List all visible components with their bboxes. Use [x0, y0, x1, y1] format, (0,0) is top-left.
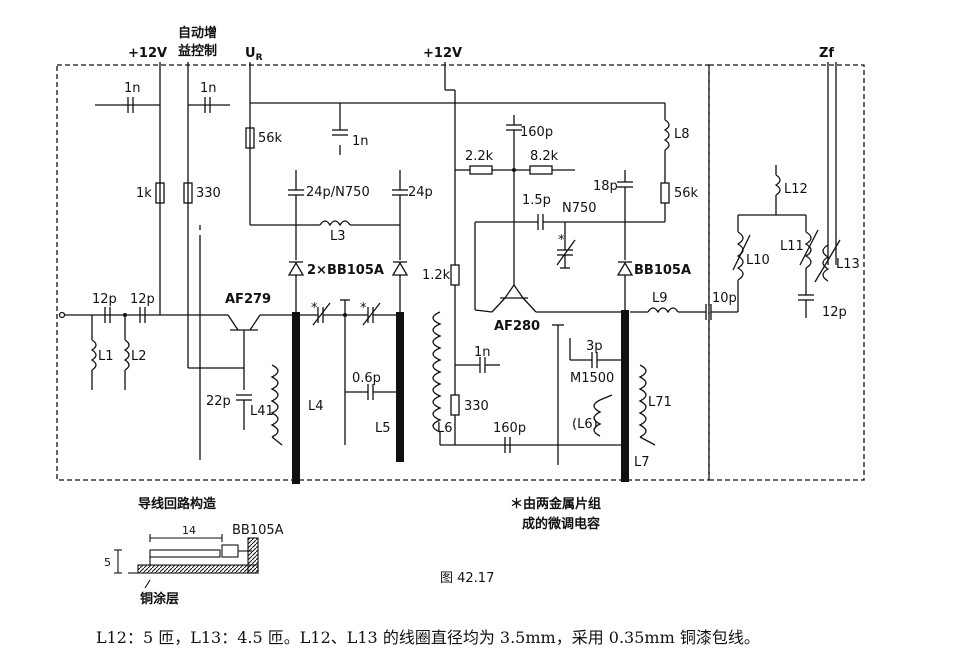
label-c-18p: 18p	[593, 179, 618, 194]
label-c-1n-a: 1n	[124, 81, 141, 96]
label-c-12p-a: 12p	[92, 292, 117, 307]
label-c-15p: 1.5p	[522, 193, 551, 208]
label-af280: AF280	[494, 319, 540, 334]
wire-loop-detail	[114, 534, 259, 589]
label-bb105a: BB105A	[634, 263, 691, 278]
label-l10: L10	[746, 253, 770, 268]
label-l6-paren: (L6)	[572, 417, 598, 432]
label-c-1n-c: 1n	[352, 134, 369, 149]
label-l1: L1	[98, 349, 114, 364]
caption: L12：5 匝，L13：4.5 匝。L12、L13 的线圈直径均为 3.5mm，…	[96, 628, 760, 647]
label-c-06p: 0.6p	[352, 371, 381, 386]
label-c-12p-c: 12p	[822, 305, 847, 320]
label-r-56k-b: 56k	[674, 186, 699, 201]
label-r-22k: 2.2k	[465, 149, 494, 164]
label-zf: Zf	[819, 46, 834, 61]
label-vcc-right: +12V	[423, 46, 462, 61]
label-c-24p: 24p	[408, 185, 433, 200]
label-c-3p: 3p	[586, 339, 603, 354]
label-l4: L4	[308, 399, 324, 414]
label-l6: L6	[437, 421, 453, 436]
label-m1500: M1500	[570, 371, 614, 386]
detail-part: BB105A	[232, 523, 284, 538]
note-line2: 成的微调电容	[522, 516, 600, 532]
label-l2: L2	[131, 349, 147, 364]
label-r-12k: 1.2k	[422, 268, 451, 283]
label-af279: AF279	[225, 292, 271, 307]
label-star-c: *	[558, 233, 565, 248]
resonator-rods	[292, 310, 629, 484]
label-c-22p: 22p	[206, 394, 231, 409]
label-c-1n-b: 1n	[200, 81, 217, 96]
label-c-10p: 10p	[712, 291, 737, 306]
label-l71: L71	[648, 395, 672, 410]
label-l13: L13	[836, 257, 860, 272]
label-star-a: *	[311, 301, 318, 316]
label-vcc-left: +12V	[128, 46, 167, 61]
label-r-330-a: 330	[196, 186, 221, 201]
label-l7: L7	[634, 455, 650, 470]
label-l12: L12	[784, 182, 808, 197]
label-r-1k: 1k	[136, 186, 152, 201]
label-l8: L8	[674, 127, 690, 142]
label-r-82k: 8.2k	[530, 149, 559, 164]
figure-label: 图 42.17	[440, 571, 494, 586]
detail-dim-14: 14	[182, 524, 196, 537]
detail-dim-5: 5	[104, 556, 111, 569]
label-l11: L11	[780, 239, 804, 254]
label-l41: L41	[250, 404, 274, 419]
label-n750: N750	[562, 201, 597, 216]
label-c-12p-b: 12p	[130, 292, 155, 307]
label-l3: L3	[330, 229, 346, 244]
label-c-24p-n750: 24p/N750	[306, 185, 370, 200]
label-agc-2: 益控制	[178, 43, 217, 59]
label-c-1n-d: 1n	[474, 345, 491, 360]
detail-coating: 铜涂层	[139, 591, 179, 607]
shield-boxes	[56, 64, 865, 481]
detail-title: 导线回路构造	[138, 496, 217, 512]
label-c-160p-b: 160p	[493, 421, 526, 436]
label-r-330-b: 330	[464, 399, 489, 414]
label-l5: L5	[375, 421, 391, 436]
label-agc-1: 自动增	[178, 25, 217, 41]
label-c-160p-a: 160p	[520, 125, 553, 140]
label-ur: UR	[245, 46, 263, 63]
label-l9: L9	[652, 291, 668, 306]
label-diodes-2x: 2×BB105A	[307, 263, 384, 278]
label-r-56k-a: 56k	[258, 131, 283, 146]
note-line1: ＊由两金属片组	[510, 496, 601, 512]
label-star-b: *	[360, 301, 367, 316]
